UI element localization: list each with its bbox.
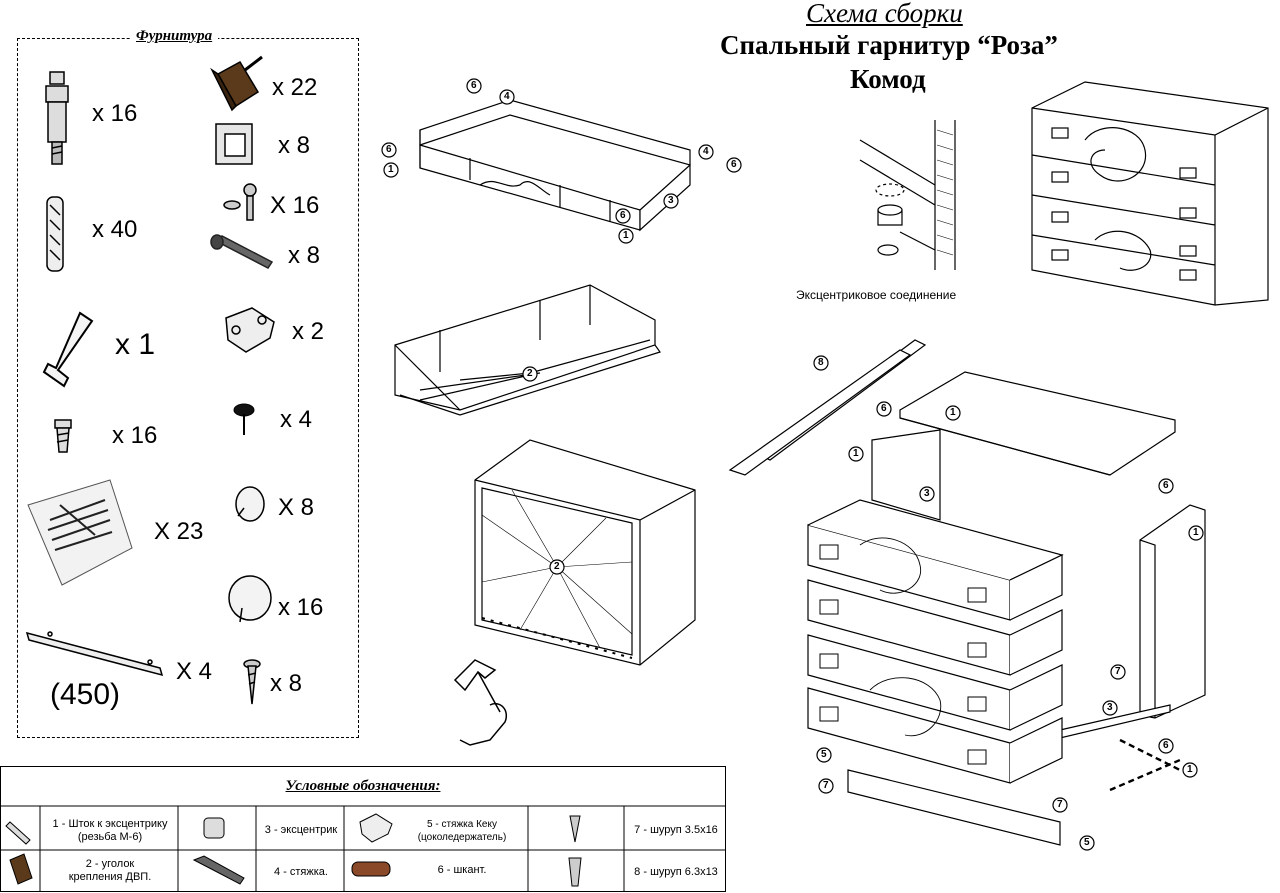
- callout-5: 5: [1084, 837, 1090, 848]
- qty-shelf-support: x 2: [292, 318, 325, 345]
- callout-1: 1: [623, 230, 629, 241]
- callout-5: 5: [821, 749, 827, 760]
- screw-icon: [243, 659, 261, 705]
- legend-item-2: 2 - уголок крепления ДВП.: [68, 858, 152, 883]
- legend-box: [0, 766, 726, 892]
- small-cap-icon: [235, 486, 265, 522]
- callout-4: 4: [504, 91, 510, 102]
- dowel-icon: [351, 861, 391, 877]
- callout-3: 3: [668, 195, 674, 206]
- hex-key-icon: [42, 311, 94, 388]
- callout-1: 1: [1193, 527, 1199, 538]
- product-title: Спальный гарнитур “Роза”: [720, 30, 1058, 60]
- qty-hex-key: x 1: [115, 328, 156, 361]
- callout-3: 3: [924, 488, 930, 499]
- eccentric-connection-caption: Эксцентриковое соединение: [796, 288, 957, 302]
- drawer-runner-icon: [25, 631, 164, 677]
- exploded-chest-drawing: [728, 339, 1206, 846]
- qty-nail-bag: X 23: [154, 518, 204, 545]
- qty-tie-screw: X 16: [270, 192, 320, 219]
- eccentric-icon: [203, 817, 225, 839]
- legend-title: Условные обозначения:: [285, 778, 441, 794]
- assembled-chest-drawing: [1031, 81, 1269, 306]
- callout-1: 1: [950, 407, 956, 418]
- drawer-bottom-drawing: [394, 284, 661, 416]
- callout-6: 6: [731, 159, 737, 170]
- callout-1: 1: [853, 448, 859, 459]
- eccentric-connection-drawing: [859, 120, 956, 270]
- callout-6: 6: [1163, 480, 1169, 491]
- corner-bracket-icon: [9, 853, 33, 885]
- qty-wood-screw: x 8: [288, 242, 321, 269]
- tie-screw-icon: [192, 855, 245, 885]
- shelf-support-icon: [225, 307, 275, 353]
- callout-4: 4: [703, 146, 709, 157]
- qty-corner-bracket: x 22: [272, 74, 318, 101]
- qty-eccentric: x 16: [112, 422, 158, 449]
- qty-large-cap: x 16: [278, 594, 324, 621]
- legend-item-1: 1 - Шток к эксцентрику (резьба М-6): [52, 818, 168, 843]
- page-title: Схема сборки: [806, 0, 963, 28]
- large-screw-icon: [568, 857, 582, 887]
- legend-item-7: 7 - шуруп 3.5х16: [634, 824, 718, 836]
- hardware-title: Фурнитура: [130, 28, 219, 45]
- qty-screw: x 8: [270, 670, 303, 697]
- corner-bracket-icon: [210, 55, 263, 112]
- legend-item-4: 4 - стяжка.: [274, 866, 328, 878]
- item-title: Комод: [850, 64, 926, 94]
- callout-7: 7: [823, 780, 829, 791]
- screw-icon: [569, 815, 581, 843]
- callout-8: 8: [818, 357, 824, 368]
- nail-bag-icon: [27, 479, 133, 586]
- callout-2: 2: [554, 561, 560, 572]
- callout-7: 7: [1057, 799, 1063, 810]
- wood-screw-icon: [210, 234, 274, 269]
- qty-handle: x 8: [278, 132, 311, 159]
- cabinet-back-drawing: [474, 439, 696, 666]
- legend-item-6: 6 - шкант.: [437, 864, 487, 876]
- qty-dowel: x 40: [92, 216, 138, 243]
- qty-drawer-runner: X 4: [176, 658, 213, 685]
- qty-eccentric-rod: x 16: [92, 100, 138, 127]
- legend-item-3: 3 - эксцентрик: [264, 824, 338, 836]
- eccentric-rod-icon: [5, 821, 31, 845]
- eccentric-rod-icon: [45, 71, 69, 165]
- callout-1: 1: [1187, 764, 1193, 775]
- large-cap-icon: [228, 575, 272, 623]
- callout-6: 6: [881, 403, 887, 414]
- hammer-icon: [453, 659, 507, 746]
- runner-length: (450): [50, 678, 121, 711]
- shelf-support-icon: [359, 813, 393, 843]
- qty-small-cap: X 8: [278, 494, 315, 521]
- callout-6: 6: [1163, 740, 1169, 751]
- qty-nail-head: x 4: [280, 406, 313, 433]
- legend-item-5: 5 - стяжка Кеку (цоколедержатель): [417, 819, 507, 843]
- tie-screw-icon: [223, 183, 257, 221]
- nail-head-icon: [233, 403, 255, 435]
- callout-7: 7: [1115, 666, 1121, 677]
- eccentric-icon: [54, 419, 72, 453]
- callout-6: 6: [471, 80, 477, 91]
- callout-6: 6: [386, 144, 392, 155]
- callout-3: 3: [1107, 702, 1113, 713]
- callout-2: 2: [527, 368, 533, 379]
- handle-icon: [215, 123, 253, 165]
- callout-1: 1: [388, 164, 394, 175]
- dowel-icon: [46, 196, 64, 272]
- legend-item-8: 8 - шуруп 6.3х13: [634, 866, 718, 878]
- callout-6: 6: [620, 210, 626, 221]
